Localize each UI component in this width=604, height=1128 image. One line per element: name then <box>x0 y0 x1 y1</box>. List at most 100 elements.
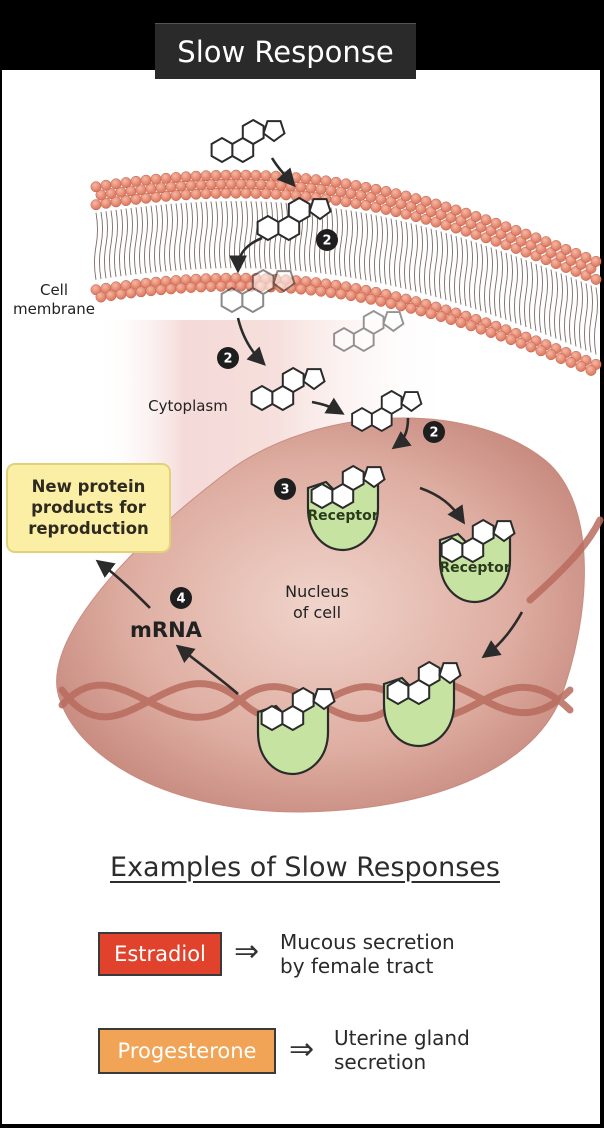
lipid-head <box>190 170 202 182</box>
lipid-tail <box>209 201 213 269</box>
receptor-label: Receptor <box>307 508 378 524</box>
arrow-into-membrane <box>270 157 296 188</box>
lipid-tail <box>199 201 203 270</box>
lipid-head <box>110 178 122 190</box>
lipid-head <box>325 287 337 299</box>
lipid-head <box>160 172 172 184</box>
steroid-molecule <box>351 389 423 432</box>
lipid-tail <box>249 201 253 269</box>
new-protein-line-2: products for <box>31 498 146 517</box>
steroid-molecule <box>220 268 296 314</box>
lipid-head <box>205 281 217 293</box>
lipid-tail <box>434 230 438 298</box>
lipid-tail <box>489 247 493 315</box>
lipid-tail <box>414 224 418 292</box>
lipid-head <box>570 247 582 259</box>
lipid-tail <box>139 206 143 274</box>
lipid-head <box>410 193 422 205</box>
lipid-head <box>555 353 567 364</box>
lipid-tail <box>574 279 578 347</box>
lipid-tail <box>104 211 108 279</box>
new-protein-line-1: New protein <box>31 477 146 496</box>
lipid-head <box>535 345 547 357</box>
lipid-head <box>585 364 597 376</box>
steroid-molecule <box>440 518 516 564</box>
lipid-tail <box>579 281 583 349</box>
lipid-tail <box>354 211 358 279</box>
lipid-tail <box>484 245 488 313</box>
lipid-tail <box>419 225 423 294</box>
arrow-to-cytoplasm <box>236 317 266 366</box>
steroid-molecule <box>333 309 405 352</box>
lipid-tail <box>189 202 193 270</box>
lipid-head <box>540 236 552 248</box>
progesterone-effect-line-2: secretion <box>334 1050 427 1074</box>
lipid-tail <box>564 275 568 343</box>
lipid-head <box>310 174 322 186</box>
lipid-head <box>405 302 417 314</box>
step-badge: 2 <box>316 229 338 251</box>
arrow-cross-membrane <box>228 236 263 274</box>
lipid-head <box>465 320 477 332</box>
lipid-head <box>90 181 102 193</box>
lipid-head <box>485 327 497 338</box>
lipid-head <box>305 284 317 296</box>
lipid-head <box>370 183 382 195</box>
lipid-head <box>450 204 462 216</box>
lipid-tail <box>374 215 378 283</box>
progesterone-badge: Progesterone <box>98 1028 276 1074</box>
lipid-head <box>165 283 177 295</box>
lipid-tail <box>499 250 503 319</box>
estradiol-effect-line-1: Mucous secretion <box>280 930 455 954</box>
lipid-head <box>390 188 402 200</box>
progesterone-effect: Uterine gland secretion <box>334 1026 470 1074</box>
lipid-head <box>200 170 212 182</box>
lipid-head <box>405 200 417 212</box>
page-title: Slow Response <box>155 23 416 79</box>
lipid-head <box>365 293 377 305</box>
lipid-tail <box>174 203 178 271</box>
lipid-head <box>290 172 302 184</box>
lipid-tail <box>549 269 553 337</box>
estradiol-effect: Mucous secretion by female tract <box>280 930 455 978</box>
lipid-head <box>565 356 577 368</box>
cell-membrane-label-line-1: Cell <box>39 281 69 299</box>
lipid-head <box>335 288 347 300</box>
lipid-head <box>375 295 387 307</box>
lipid-head <box>145 285 157 297</box>
lipid-head <box>425 308 437 320</box>
lipid-tail <box>539 265 543 333</box>
lipid-tail <box>569 277 573 345</box>
lipid-tail <box>149 205 153 273</box>
lipid-head <box>320 175 332 187</box>
lipid-tail <box>444 232 448 301</box>
lipid-tail <box>309 205 313 273</box>
lipid-tail <box>409 223 413 291</box>
lipid-head <box>345 290 357 302</box>
lipid-head <box>495 330 507 342</box>
lipid-head <box>140 174 152 186</box>
lipid-tail <box>134 207 138 275</box>
nucleus-label: Nucleus of cell <box>262 581 372 623</box>
lipid-tail <box>524 260 528 328</box>
lipid-tail <box>494 249 498 317</box>
steroid-molecule <box>256 196 332 242</box>
lipid-head <box>515 337 527 349</box>
hormone-molecules <box>210 118 516 732</box>
lipid-head <box>470 210 482 222</box>
lipid-head <box>525 341 537 353</box>
arrow-into-nucleus <box>391 417 412 450</box>
lipid-head <box>270 170 282 182</box>
lipid-tail <box>479 244 483 312</box>
lipid-tail <box>379 216 383 284</box>
lipid-tail <box>554 271 558 339</box>
lipid-head <box>575 360 587 372</box>
lipid-head <box>580 251 592 263</box>
lipid-head <box>250 169 262 181</box>
lipid-tail <box>109 210 113 278</box>
lipid-head <box>385 298 397 309</box>
lipid-head <box>260 170 272 182</box>
lipid-tail <box>424 227 428 295</box>
lipid-head <box>460 207 472 219</box>
